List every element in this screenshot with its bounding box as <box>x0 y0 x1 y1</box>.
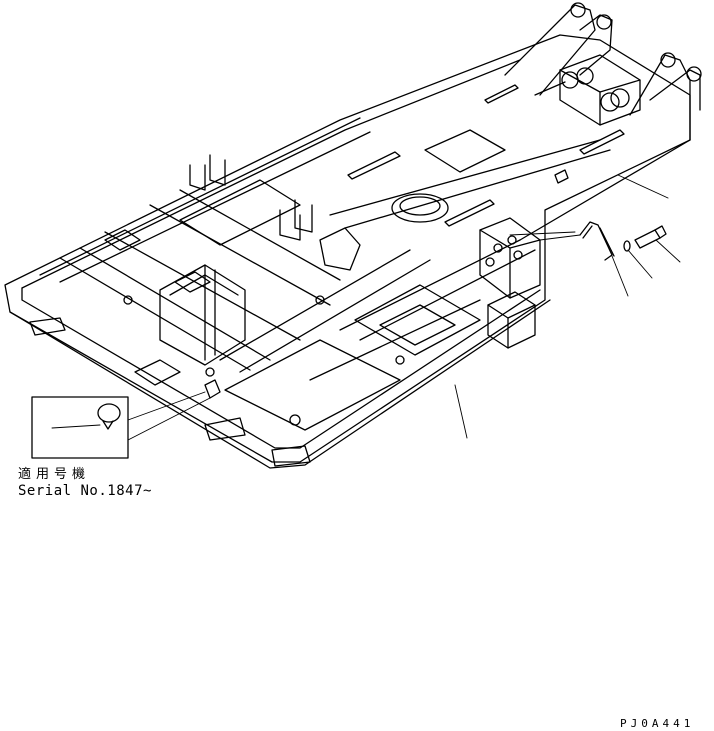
brackets <box>104 154 361 386</box>
frame-feet <box>29 317 311 467</box>
drawing-code-label: PJ0A441 <box>620 717 695 730</box>
detail-view <box>31 379 221 459</box>
leader-lines <box>454 174 681 439</box>
deck-holes <box>123 295 405 426</box>
main-frame <box>4 34 691 469</box>
cross-members <box>59 179 536 431</box>
serial-number-label: Serial No.1847~ <box>18 483 152 499</box>
swing-bearing <box>347 129 506 227</box>
side-bracket <box>479 217 541 349</box>
boom-mount <box>484 2 702 184</box>
applicable-serial-jp-label: 適用号機 <box>18 467 91 482</box>
exploded-parts <box>509 221 667 261</box>
